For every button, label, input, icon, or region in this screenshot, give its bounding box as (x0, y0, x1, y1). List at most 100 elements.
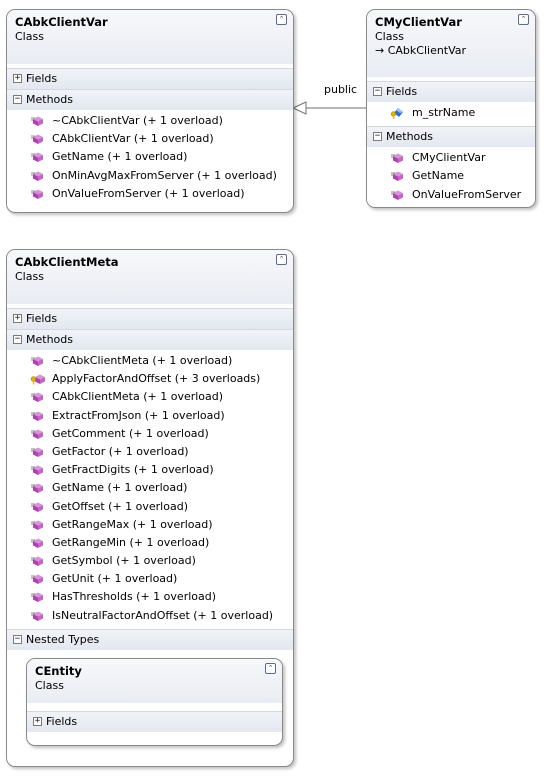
class-box-cabkclientvar[interactable]: CAbkClientVar Class ⌃ + Fields − Methods… (6, 9, 294, 213)
method-item[interactable]: OnMinAvgMaxFromServer (+ 1 overload) (7, 167, 293, 185)
inheritance-arrowhead (291, 101, 307, 115)
method-item[interactable]: GetComment (+ 1 overload) (7, 425, 293, 443)
method-item[interactable]: GetOffset (+ 1 overload) (7, 498, 293, 516)
method-name: CAbkClientVar (+ 1 overload) (52, 132, 214, 146)
collapse-icon[interactable]: − (13, 94, 22, 104)
method-name: GetName (+ 1 overload) (52, 481, 188, 495)
field-item[interactable]: m_strName (367, 104, 535, 122)
method-name: ~CAbkClientMeta (+ 1 overload) (52, 354, 233, 367)
expand-icon[interactable]: + (33, 715, 42, 726)
method-item[interactable]: OnValueFromServer (367, 186, 535, 204)
method-item[interactable]: GetRangeMax (+ 1 overload) (7, 516, 293, 534)
collapse-toggle-icon[interactable]: ⌃ (518, 14, 529, 25)
collapse-icon[interactable]: − (373, 86, 382, 96)
class-box-cmyclientvar[interactable]: CMyClientVar Class → CAbkClientVar ⌃ − F… (366, 9, 536, 208)
inheritance-label: public (324, 83, 357, 96)
class-header: CEntity Class ⌃ (27, 658, 282, 703)
method-name: GetRangeMin (+ 1 overload) (52, 535, 210, 549)
section-label: Fields (386, 85, 418, 98)
fields-section-header[interactable]: + Fields (7, 308, 293, 329)
base-class: → CAbkClientVar (375, 44, 467, 57)
method-item[interactable]: IsNeutralFactorAndOffset (+ 1 overload) (7, 607, 293, 625)
field-icon (390, 108, 403, 119)
method-name: GetOffset (+ 1 overload) (52, 499, 188, 513)
section-label: Nested Types (26, 632, 100, 646)
method-icon (391, 190, 403, 200)
method-item[interactable]: ~CAbkClientVar (+ 1 overload) (7, 112, 293, 130)
method-item[interactable]: GetRangeMin (+ 1 overload) (7, 534, 293, 552)
methods-section-header[interactable]: − Methods (7, 329, 293, 350)
method-item[interactable]: GetName (367, 167, 535, 185)
section-label: Fields (26, 72, 58, 85)
class-header: CAbkClientMeta Class ⌃ (7, 250, 293, 304)
section-label: Fields (46, 714, 78, 728)
method-name: GetName (+ 1 overload) (52, 150, 188, 164)
methods-section-header[interactable]: − Methods (7, 89, 293, 110)
method-item[interactable]: GetSymbol (+ 1 overload) (7, 552, 293, 570)
method-icon (31, 611, 43, 621)
class-header: CAbkClientVar Class ⌃ (7, 10, 293, 64)
method-name: GetRangeMax (+ 1 overload) (52, 517, 213, 531)
method-icon (31, 429, 43, 439)
collapse-toggle-icon[interactable]: ⌃ (276, 14, 287, 25)
method-item[interactable]: ApplyFactorAndOffset (+ 3 overloads) (7, 370, 293, 388)
class-kind: Class (35, 678, 64, 692)
method-icon (31, 392, 43, 403)
method-icon (31, 592, 43, 603)
collapse-icon[interactable]: − (13, 334, 22, 344)
class-name: CEntity (35, 663, 82, 678)
method-icon (31, 502, 43, 512)
method-item[interactable]: GetName (+ 1 overload) (7, 148, 293, 166)
method-item[interactable]: ExtractFromJson (+ 1 overload) (7, 407, 293, 425)
method-item[interactable]: GetFractDigits (+ 1 overload) (7, 461, 293, 479)
method-name: IsNeutralFactorAndOffset (+ 1 overload) (52, 608, 274, 622)
class-box-cabkclientmeta[interactable]: CAbkClientMeta Class ⌃ + Fields − Method… (6, 249, 294, 767)
method-name: GetName (412, 169, 465, 183)
method-item[interactable]: CAbkClientMeta (+ 1 overload) (7, 388, 293, 406)
expand-icon[interactable]: + (13, 313, 22, 323)
method-item[interactable]: CAbkClientVar (+ 1 overload) (7, 130, 293, 148)
class-name: CAbkClientVar (15, 15, 108, 29)
section-label: Fields (26, 312, 58, 325)
method-icon (31, 465, 43, 476)
section-label: Methods (386, 130, 433, 144)
method-icon (31, 447, 43, 457)
fields-section-header[interactable]: − Fields (367, 81, 535, 102)
method-icon (391, 153, 403, 164)
method-item[interactable]: ~CAbkClientMeta (+ 1 overload) (7, 352, 293, 370)
fields-section-header[interactable]: + Fields (27, 710, 282, 732)
expand-icon[interactable]: + (13, 73, 22, 83)
collapse-toggle-icon[interactable]: ⌃ (276, 254, 287, 265)
class-name: CAbkClientMeta (15, 255, 119, 269)
field-list: m_strName (367, 102, 535, 127)
class-header: CMyClientVar Class → CAbkClientVar ⌃ (367, 10, 535, 77)
class-kind: Class (375, 30, 404, 43)
method-item[interactable]: GetName (+ 1 overload) (7, 479, 293, 497)
collapse-icon[interactable]: − (13, 633, 22, 644)
method-list: ~CAbkClientMeta (+ 1 overload) ApplyFacto… (7, 350, 293, 629)
method-item[interactable]: GetFactor (+ 1 overload) (7, 443, 293, 461)
collapse-icon[interactable]: − (373, 131, 382, 142)
nested-types-section-header[interactable]: − Nested Types (7, 628, 293, 650)
method-name: ApplyFactorAndOffset (+ 3 overloads) (52, 372, 261, 386)
method-item[interactable]: GetUnit (+ 1 overload) (7, 570, 293, 588)
method-icon (31, 520, 43, 530)
method-item[interactable]: OnValueFromServer (+ 1 overload) (7, 185, 293, 203)
class-kind: Class (15, 30, 44, 43)
collapse-toggle-icon[interactable]: ⌃ (265, 662, 276, 674)
method-item[interactable]: CMyClientVar (367, 149, 535, 167)
method-name: CAbkClientMeta (+ 1 overload) (52, 390, 224, 404)
method-name: GetComment (+ 1 overload) (52, 426, 209, 440)
fields-section-header[interactable]: + Fields (7, 68, 293, 89)
method-name: OnMinAvgMaxFromServer (+ 1 overload) (52, 168, 277, 182)
class-box-centity[interactable]: CEntity Class ⌃ + Fields (26, 657, 283, 746)
nested-types-area: CEntity Class ⌃ + Fields (7, 649, 293, 756)
class-name: CMyClientVar (375, 15, 462, 29)
method-name: GetFractDigits (+ 1 overload) (52, 463, 214, 477)
methods-section-header[interactable]: − Methods (367, 126, 535, 148)
method-name: ExtractFromJson (+ 1 overload) (52, 408, 225, 422)
method-icon (31, 574, 43, 585)
method-item[interactable]: HasThresholds (+ 1 overload) (7, 588, 293, 606)
